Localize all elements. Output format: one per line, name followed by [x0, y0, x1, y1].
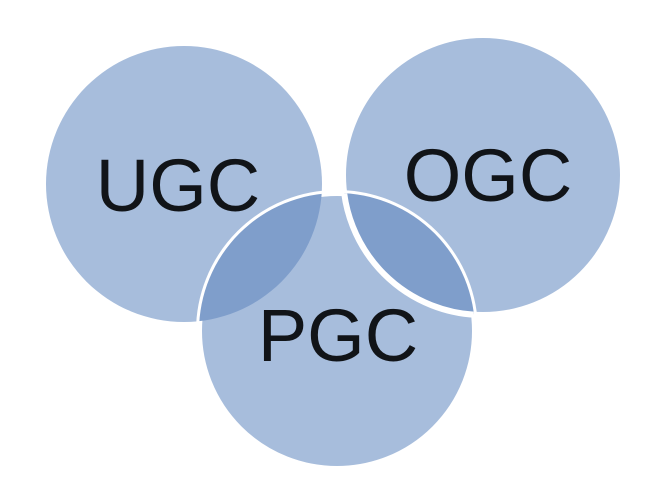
ogc-pgc-overlap	[343, 193, 475, 315]
ugc-pgc-overlap	[199, 193, 322, 322]
pgc-label: PGC	[258, 294, 418, 377]
ogc-label: OGC	[404, 134, 573, 217]
ugc-label: UGC	[96, 144, 260, 227]
